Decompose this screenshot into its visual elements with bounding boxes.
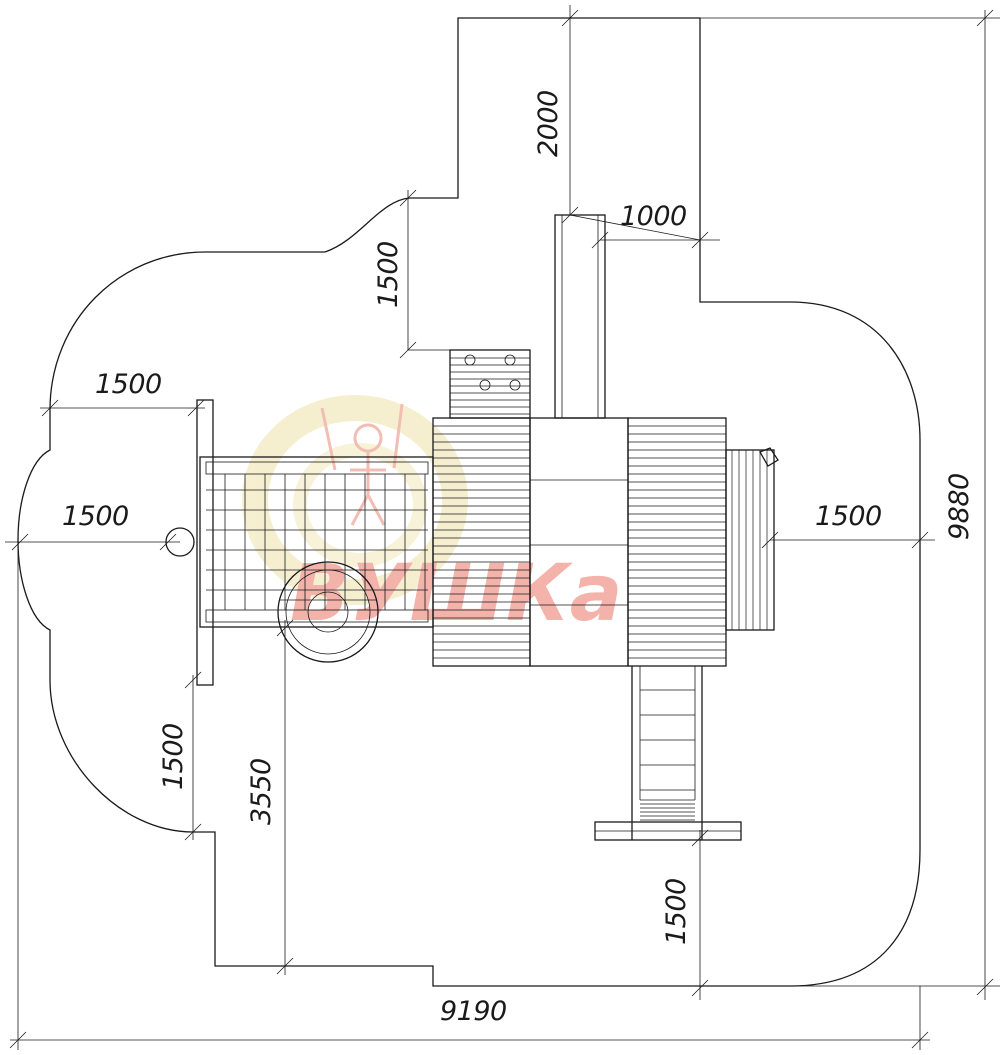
climbing-net-grid: [206, 474, 428, 610]
deck-outline: [627, 417, 727, 667]
dim-1500-left-upper: 1500: [95, 369, 162, 400]
tower-right-deck: [627, 417, 727, 667]
right-side-platform: [725, 447, 779, 631]
dim-2000: 2000: [533, 90, 564, 157]
left-end-post: [196, 399, 214, 686]
dim-1500-top-left: 1500: [373, 241, 404, 308]
dim-1500-right: 1500: [815, 501, 882, 532]
dim-1500-left-mid: 1500: [62, 501, 129, 532]
dim-9190: 9190: [440, 996, 507, 1027]
dim-1500-left-lower: 1500: [158, 723, 189, 790]
watermark-swirl: [242, 395, 468, 605]
dim-1000: 1000: [620, 201, 687, 232]
ladder: [594, 666, 742, 841]
dim-9880: 9880: [944, 473, 975, 540]
tube-slide: [277, 561, 379, 663]
safety-zone-outline: [17, 17, 921, 987]
dim-1500-bottom: 1500: [661, 878, 692, 945]
top-slide: [554, 214, 606, 419]
dimension-lines: [5, 5, 1000, 1050]
playground-equipment: [165, 214, 779, 841]
watermark-figure: [320, 403, 404, 526]
dim-3550: 3550: [246, 758, 277, 825]
top-small-tower: [449, 349, 531, 419]
watermark-swirl-inner: [293, 443, 427, 567]
